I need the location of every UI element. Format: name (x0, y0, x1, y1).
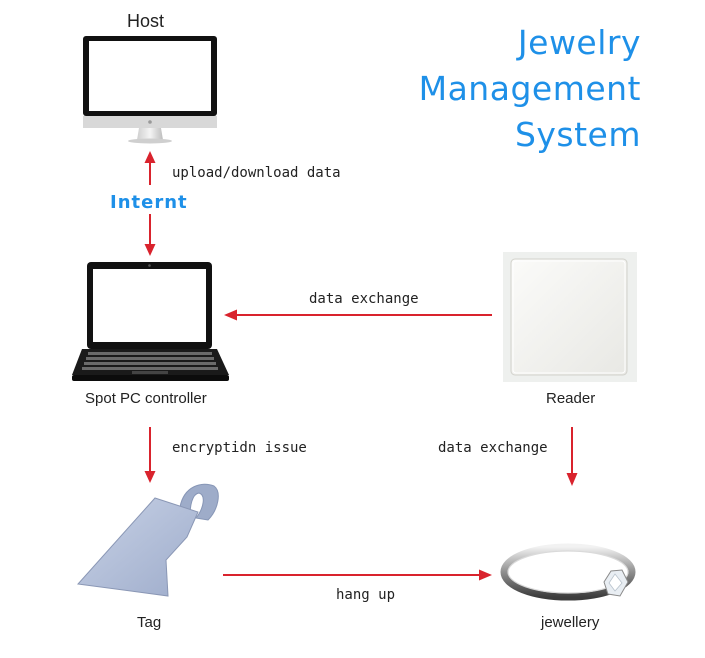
pc-reader-exchange-label: data exchange (309, 291, 419, 307)
jewellery-ring-icon (500, 543, 636, 601)
pc-to-tag-arrow (144, 427, 156, 483)
tag-label: Tag (137, 614, 162, 631)
host-pc-arrow (144, 151, 156, 256)
reader-jewellery-exchange-label: data exchange (438, 440, 548, 456)
reader-to-pc-arrow (224, 309, 492, 321)
title-line-1: Jewelry (517, 23, 641, 62)
title-line-2: Management (418, 69, 641, 108)
laptop-icon (72, 262, 229, 381)
reader-device-icon (503, 252, 637, 382)
tag-to-jewellery-arrow (223, 569, 492, 581)
upload-download-label: upload/download data (172, 165, 341, 181)
hang-up-label: hang up (336, 587, 396, 603)
reader-to-jewellery-arrow (566, 427, 578, 486)
reader-label: Reader (546, 390, 596, 407)
encryption-issue-label: encryptidn issue (172, 440, 307, 456)
rfid-tag-icon (76, 483, 219, 597)
title-line-3: System (514, 115, 641, 154)
internet-label: Internt (110, 192, 188, 213)
host-monitor-icon (83, 36, 217, 144)
spot-pc-label: Spot PC controller (85, 390, 207, 407)
jewellery-label: jewellery (541, 614, 600, 631)
diagram-title: Jewelry Management System (419, 20, 641, 158)
host-label: Host (127, 11, 165, 31)
